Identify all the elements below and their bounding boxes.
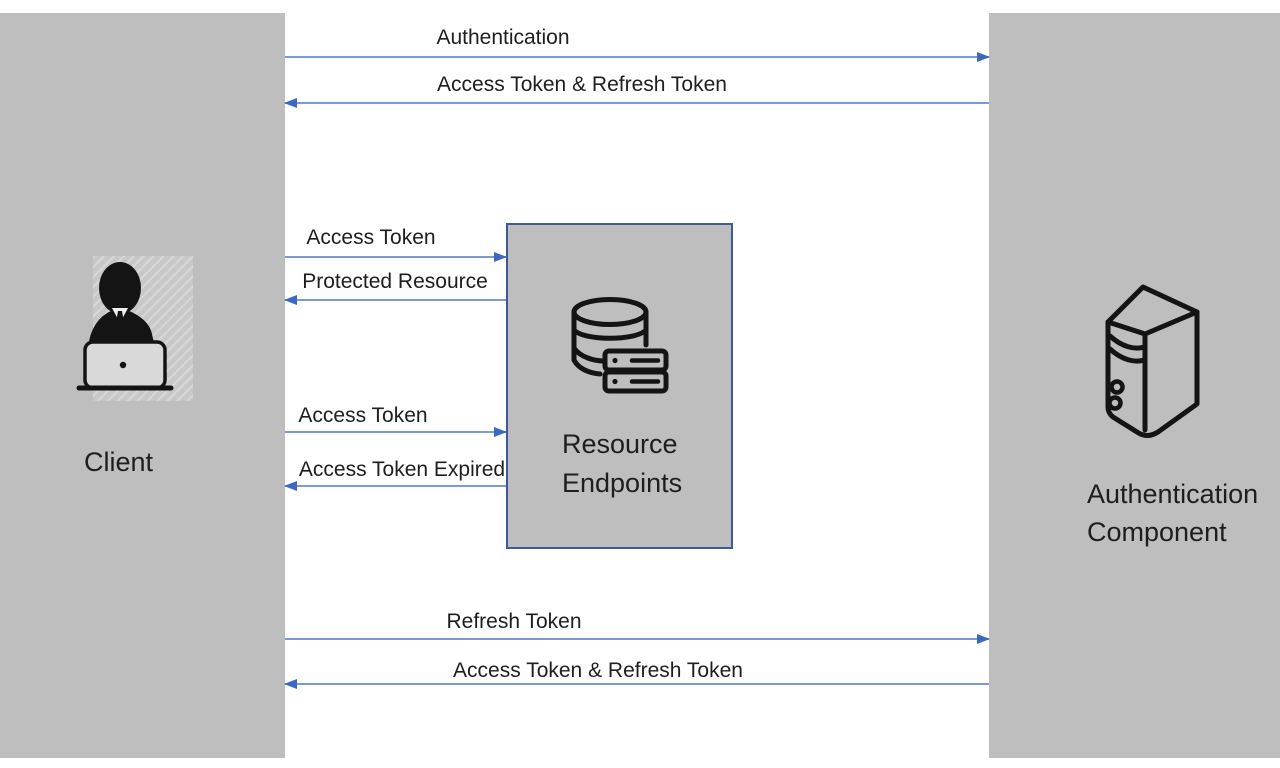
arrow-access-token-2 (285, 427, 507, 437)
arrow-shaft (285, 638, 989, 640)
authentication-panel (989, 13, 1280, 758)
person-at-laptop-icon-svg (76, 262, 174, 391)
auth-component-label: Authentication Component (1087, 475, 1258, 551)
message-label-access-token-expired: Access Token Expired (298, 458, 506, 481)
message-label-access-refresh-token-2: Access Token & Refresh Token (453, 659, 743, 682)
resource-endpoints-label: Resource Endpoints (562, 425, 682, 503)
arrowhead-right-icon (977, 52, 990, 62)
arrow-shaft (285, 431, 506, 433)
resource-endpoints-box: Resource Endpoints (506, 223, 733, 549)
client-label: Client (84, 447, 154, 477)
arrow-shaft (285, 683, 989, 685)
arrow-access-token-1 (285, 252, 507, 262)
arrowhead-right-icon (494, 252, 507, 262)
arrow-access-refresh-token-return (284, 98, 989, 108)
resource-endpoints-label-line2: Endpoints (562, 468, 683, 498)
server-icon-svg (1105, 284, 1200, 438)
arrow-access-refresh-token-return-2 (284, 679, 989, 689)
arrow-shaft (285, 56, 989, 58)
resource-endpoints-label-line1: Resource (562, 429, 678, 459)
server-icon (1100, 283, 1204, 439)
arrowhead-left-icon (284, 98, 297, 108)
auth-component-label-line2: Component (1087, 517, 1227, 547)
arrow-protected-resource (284, 295, 506, 305)
arrowhead-left-icon (284, 295, 297, 305)
person-at-laptop-icon (76, 256, 193, 401)
message-label-protected-resource: Protected Resource (302, 270, 488, 293)
database-icon (570, 297, 670, 397)
arrowhead-right-icon (977, 634, 990, 644)
arrow-shaft (285, 485, 506, 487)
arrow-shaft (285, 299, 506, 301)
message-label-refresh-token: Refresh Token (446, 610, 582, 633)
auth-component-label-line1: Authentication (1087, 479, 1259, 509)
message-label-authentication: Authentication (436, 26, 570, 49)
arrowhead-right-icon (494, 427, 507, 437)
arrow-shaft (285, 102, 989, 104)
arrow-access-token-expired (284, 481, 506, 491)
arrowhead-left-icon (284, 679, 297, 689)
message-label-access-token-2: Access Token (298, 404, 428, 427)
database-icon-svg (571, 297, 669, 394)
arrow-shaft (285, 256, 506, 258)
message-label-access-token-1: Access Token (306, 226, 436, 249)
message-label-access-refresh-token: Access Token & Refresh Token (437, 73, 727, 96)
arrowhead-left-icon (284, 481, 297, 491)
arrow-refresh-token (285, 634, 990, 644)
arrow-authentication (285, 52, 990, 62)
